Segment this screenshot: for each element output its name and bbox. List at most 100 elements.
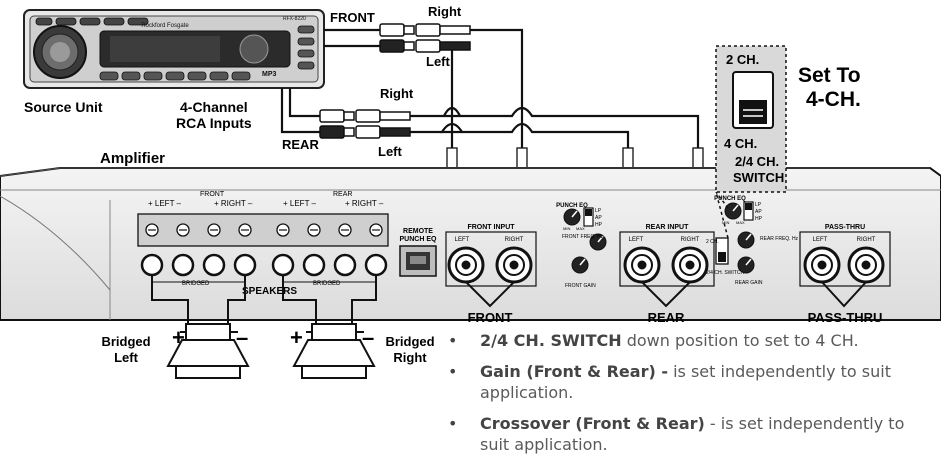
note-bold: Gain (Front & Rear) -: [480, 362, 668, 381]
rear-input-left-label: LEFT: [629, 237, 644, 243]
switch-callout: 2 CH. 4 CH. 2/4 CH. SWITCH Set To 4-CH.: [715, 45, 861, 239]
rear-input-jacks-icon: [623, 246, 709, 284]
remote-label-line2: PUNCH EQ: [400, 236, 438, 243]
pass-thru-left-label: LEFT: [813, 237, 828, 243]
front-crossover-switch-icon: [583, 207, 594, 227]
bridged-left-label-2: Left: [114, 350, 139, 365]
amplifier-label: Amplifier: [100, 150, 165, 167]
bridged-left-minus-sign: –: [236, 325, 248, 350]
rear-freq-knob-icon: [737, 231, 755, 249]
bullet-icon: •: [448, 414, 458, 433]
front-freq-label: FRONT FREQ. Hz: [562, 234, 604, 240]
model-label: RFX-8220: [283, 16, 306, 22]
rca-front-right-label: Right: [428, 4, 462, 19]
bridged-right-plus-sign: +: [290, 325, 303, 350]
speaker-bridged-left-icon: [166, 323, 250, 379]
rear-ap-label: AP: [755, 209, 762, 215]
rear-lp-label: LP: [755, 202, 762, 208]
front-bottom-label: FRONT: [468, 310, 513, 325]
set-to-label-line1: Set To: [798, 64, 861, 87]
note-text: is set independently to suit application…: [480, 362, 891, 402]
amp-2-4-ch-switch-icon: [715, 237, 729, 265]
speaker-wires: [151, 275, 377, 324]
note-text: - is set independently to suit applicati…: [480, 414, 905, 454]
bridged-left-label-1: Bridged: [101, 334, 150, 349]
rear-gain-label: REAR GAIN: [735, 280, 763, 286]
speaker-wire-lugs: [140, 253, 388, 277]
front-punch-eq-knob-icon: [563, 208, 581, 226]
callout-switch-name-line1: 2/4 CH.: [735, 154, 779, 169]
front-input-label: FRONT INPUT: [467, 224, 515, 231]
rca-inputs-label-line2: RCA Inputs: [176, 115, 252, 131]
rear-freq-label: REAR FREQ. Hz: [760, 236, 799, 242]
rear-input-label: REAR INPUT: [646, 224, 690, 231]
amplifier: Amplifier FRONT REAR + LEFT – + RIGHT – …: [0, 150, 941, 321]
rear-gain-knob-icon: [737, 256, 755, 274]
rear-input-right-label: RIGHT: [681, 237, 700, 243]
note-item: • 2/4 CH. SWITCH down position to set to …: [448, 330, 938, 351]
rca-inputs-label-line1: 4-Channel: [180, 99, 248, 115]
note-item: • Crossover (Front & Rear) - is set indep…: [448, 413, 938, 455]
rear-bottom-label: REAR: [648, 310, 685, 325]
pass-thru-bottom-label: PASS-THRU: [808, 310, 883, 325]
brand-label: Rockford Fosgate: [141, 23, 189, 29]
note-item: • Gain (Front & Rear) - is set independen…: [448, 361, 938, 403]
bullet-icon: •: [448, 362, 458, 381]
rca-rear-right-plug-icon: [319, 109, 411, 123]
callout-switch-icon: [732, 71, 774, 129]
bridged-left-plus-sign: +: [172, 325, 185, 350]
front-ap-label: AP: [595, 215, 602, 221]
callout-2ch-label: 2 CH.: [726, 52, 759, 67]
terminal-rear-label: REAR: [333, 191, 352, 198]
front-punch-eq-label: PUNCH EQ: [556, 203, 588, 209]
rca-front-left-plug-icon: [379, 39, 471, 53]
rca-rear-right-label: Right: [380, 86, 414, 101]
front-input-right-label: RIGHT: [505, 237, 524, 243]
terminal-rear-left-label: + LEFT –: [283, 199, 317, 208]
speakers-label: SPEAKERS: [242, 286, 297, 297]
terminal-rear-right-label: + RIGHT –: [345, 199, 384, 208]
pointer-lines: [465, 281, 867, 308]
remote-label-line1: REMOTE: [403, 228, 433, 235]
bullet-icon: •: [448, 331, 458, 350]
source-unit-label: Source Unit: [24, 99, 103, 115]
front-hp-label: HP: [595, 222, 603, 228]
rca-front-right-plug-icon: [379, 23, 471, 37]
front-gain-knob-icon: [571, 256, 589, 274]
front-eq-min-label: MIN: [563, 226, 570, 231]
note-text: down position to set to 4 CH.: [621, 331, 859, 350]
bridged-right-minus-sign: –: [362, 325, 374, 350]
rear-punch-eq-knob-icon: [724, 202, 742, 220]
pass-thru-jacks-icon: [803, 246, 885, 284]
callout-4ch-label: 4 CH.: [724, 136, 757, 151]
instruction-notes: • 2/4 CH. SWITCH down position to set to …: [448, 330, 938, 465]
rear-hp-label: HP: [755, 216, 763, 222]
front-input-left-label: LEFT: [455, 237, 470, 243]
amp-switch-label: 2/4 CH. SWITCH: [706, 270, 744, 276]
rear-eq-min-label: MIN: [722, 220, 729, 225]
front-freq-knob-icon: [589, 233, 607, 251]
note-bold: Crossover (Front & Rear): [480, 414, 705, 433]
remote-punch-eq-jack-icon: [399, 245, 437, 277]
rca-rear-left-plug-icon: [319, 125, 411, 139]
terminal-front-left-label: + LEFT –: [148, 199, 182, 208]
source-unit: Rockford Fosgate RFX-8220 MP3 Source Uni…: [23, 9, 325, 115]
terminal-front-right-label: + RIGHT –: [214, 199, 253, 208]
front-input-jacks-icon: [447, 246, 533, 284]
callout-switch-name-line2: SWITCH: [733, 170, 784, 185]
rca-rear-left-label: Left: [378, 144, 403, 159]
pass-thru-panel-label: PASS-THRU: [825, 224, 865, 231]
rca-front-label: FRONT: [330, 10, 375, 25]
rear-crossover-switch-icon: [743, 201, 754, 221]
bridged-right-label-1: Bridged: [385, 334, 434, 349]
amp-2ch-label: 2 CH.: [706, 239, 719, 245]
rca-front-left-label: Left: [426, 54, 451, 69]
note-bold: 2/4 CH. SWITCH: [480, 331, 622, 350]
bridged-front-label: BRIDGED: [182, 281, 210, 287]
front-gain-label: FRONT GAIN: [565, 283, 596, 289]
rear-eq-max-label: MAX: [736, 220, 745, 225]
bridged-rear-label: BRIDGED: [313, 281, 341, 287]
bridged-right-label-2: Right: [393, 350, 427, 365]
front-lp-label: LP: [595, 208, 602, 214]
